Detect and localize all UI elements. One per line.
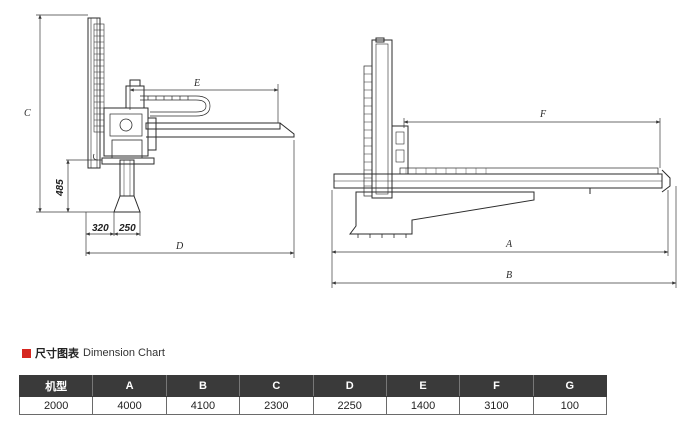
table-header-cell: G — [532, 375, 608, 397]
dim-label-485: 485 — [55, 179, 66, 197]
table-header-cell: B — [165, 375, 241, 397]
side-view-dimensions — [36, 14, 295, 258]
side-view — [87, 17, 295, 213]
table-header-cell: 机型 — [18, 375, 94, 397]
dim-label-f: F — [539, 109, 547, 120]
table-header-row: 机型 A B C D E F G — [18, 375, 608, 397]
table-header-cell: A — [92, 375, 167, 397]
dim-label-320: 320 — [92, 223, 109, 234]
section-title-en: Dimension Chart — [83, 347, 165, 359]
dim-label-b: B — [506, 270, 512, 281]
section-title: 尺寸图表 Dimension Chart — [22, 346, 165, 360]
dim-label-d: D — [175, 241, 184, 252]
horizontal-drag-chain — [140, 95, 211, 117]
table-cell: 4000 — [92, 396, 167, 415]
dim-label-c: C — [24, 108, 31, 119]
table-cell: 100 — [532, 396, 608, 415]
section-title-cn: 尺寸图表 — [35, 348, 79, 360]
front-drag-chain — [364, 73, 372, 187]
table-cell: 3100 — [459, 396, 534, 415]
section-bullet — [22, 348, 31, 358]
dim-label-250: 250 — [118, 223, 136, 234]
dimension-table: 机型 A B C D E F G 2000 4000 4100 2300 225… — [18, 375, 608, 415]
table-cell: 1400 — [385, 396, 461, 415]
table-header-cell: D — [312, 375, 387, 397]
vertical-drag-chain — [93, 23, 105, 133]
dim-label-a: A — [505, 239, 513, 250]
table-cell: 2250 — [312, 396, 387, 415]
table-cell: 2000 — [18, 396, 94, 415]
table-header-cell: E — [385, 375, 461, 397]
table-header-cell: C — [239, 375, 314, 397]
dimension-drawing: C E D 485 320 250 — [24, 14, 677, 288]
front-view-dimensions — [331, 118, 677, 288]
table-cell: 4100 — [165, 396, 241, 415]
front-view — [333, 37, 671, 238]
table-row: 2000 4000 4100 2300 2250 1400 3100 100 — [18, 396, 608, 415]
dim-label-e: E — [193, 78, 200, 89]
table-header-cell: F — [459, 375, 534, 397]
table-cell: 2300 — [239, 396, 314, 415]
